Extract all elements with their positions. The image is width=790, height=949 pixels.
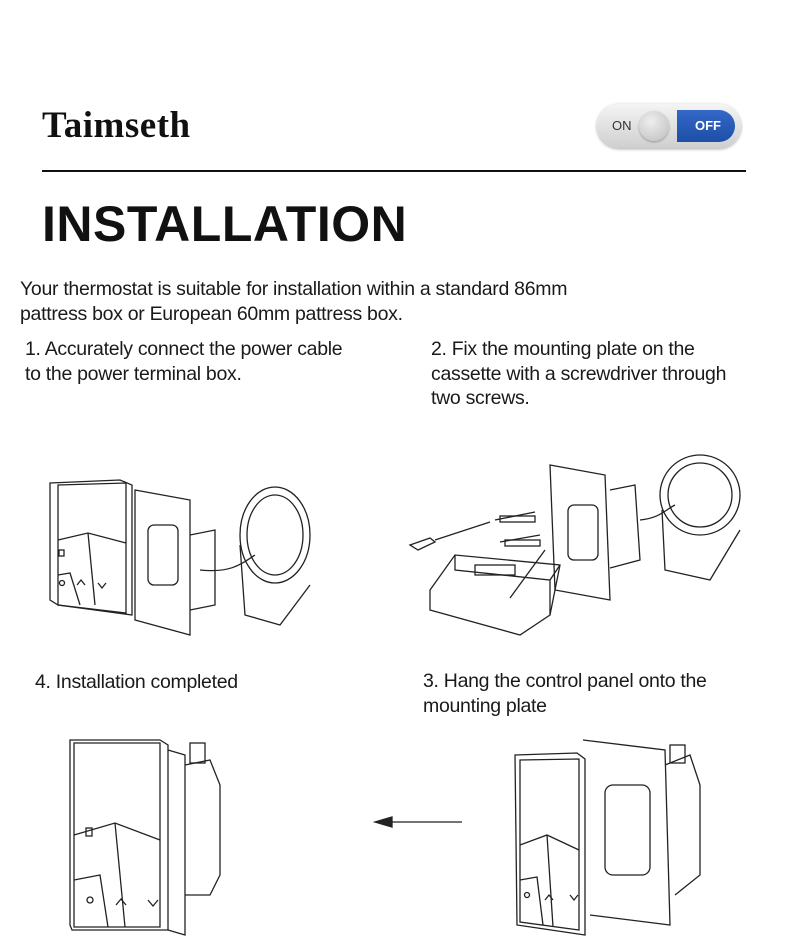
step-1-illustration [49, 479, 311, 636]
step-line: 4. Installation completed [35, 671, 238, 693]
toggle-off-segment [677, 110, 735, 142]
intro-text: Your thermostat is suitable for installa… [20, 277, 567, 326]
intro-line: pattress box or European 60mm pattress b… [20, 302, 403, 325]
toggle-on-label: ON [612, 118, 632, 133]
step-line: cassette with a screwdriver through [431, 362, 727, 385]
step-4-text: 4. Installation completed [35, 670, 238, 695]
step-3-text: 3. Hang the control panel onto the mount… [423, 669, 707, 718]
step-2-text: 2. Fix the mounting plate on the cassett… [431, 337, 726, 411]
header-divider [42, 170, 746, 172]
step-3-illustration [514, 739, 701, 936]
toggle-knob [639, 111, 669, 141]
step-line: to the power terminal box. [25, 362, 242, 385]
step-1-text: 1. Accurately connect the power cable to… [25, 337, 343, 386]
intro-line: Your thermostat is suitable for installa… [20, 278, 568, 300]
step-2-illustration [408, 454, 741, 636]
step-line: 1. Accurately connect the power cable [25, 338, 343, 360]
step-line: 3. Hang the control panel onto the [423, 670, 707, 692]
step-line: mounting plate [423, 694, 547, 717]
toggle-off-label: OFF [695, 118, 721, 133]
brand-logo: Taimseth [42, 105, 191, 146]
page-title: INSTALLATION [42, 196, 408, 252]
step-4-illustration [69, 739, 221, 936]
arrow-left-icon [372, 816, 462, 828]
on-off-toggle[interactable]: ON OFF [597, 104, 741, 148]
step-line: two screws. [431, 387, 530, 409]
step-line: 2. Fix the mounting plate on the [431, 338, 695, 360]
